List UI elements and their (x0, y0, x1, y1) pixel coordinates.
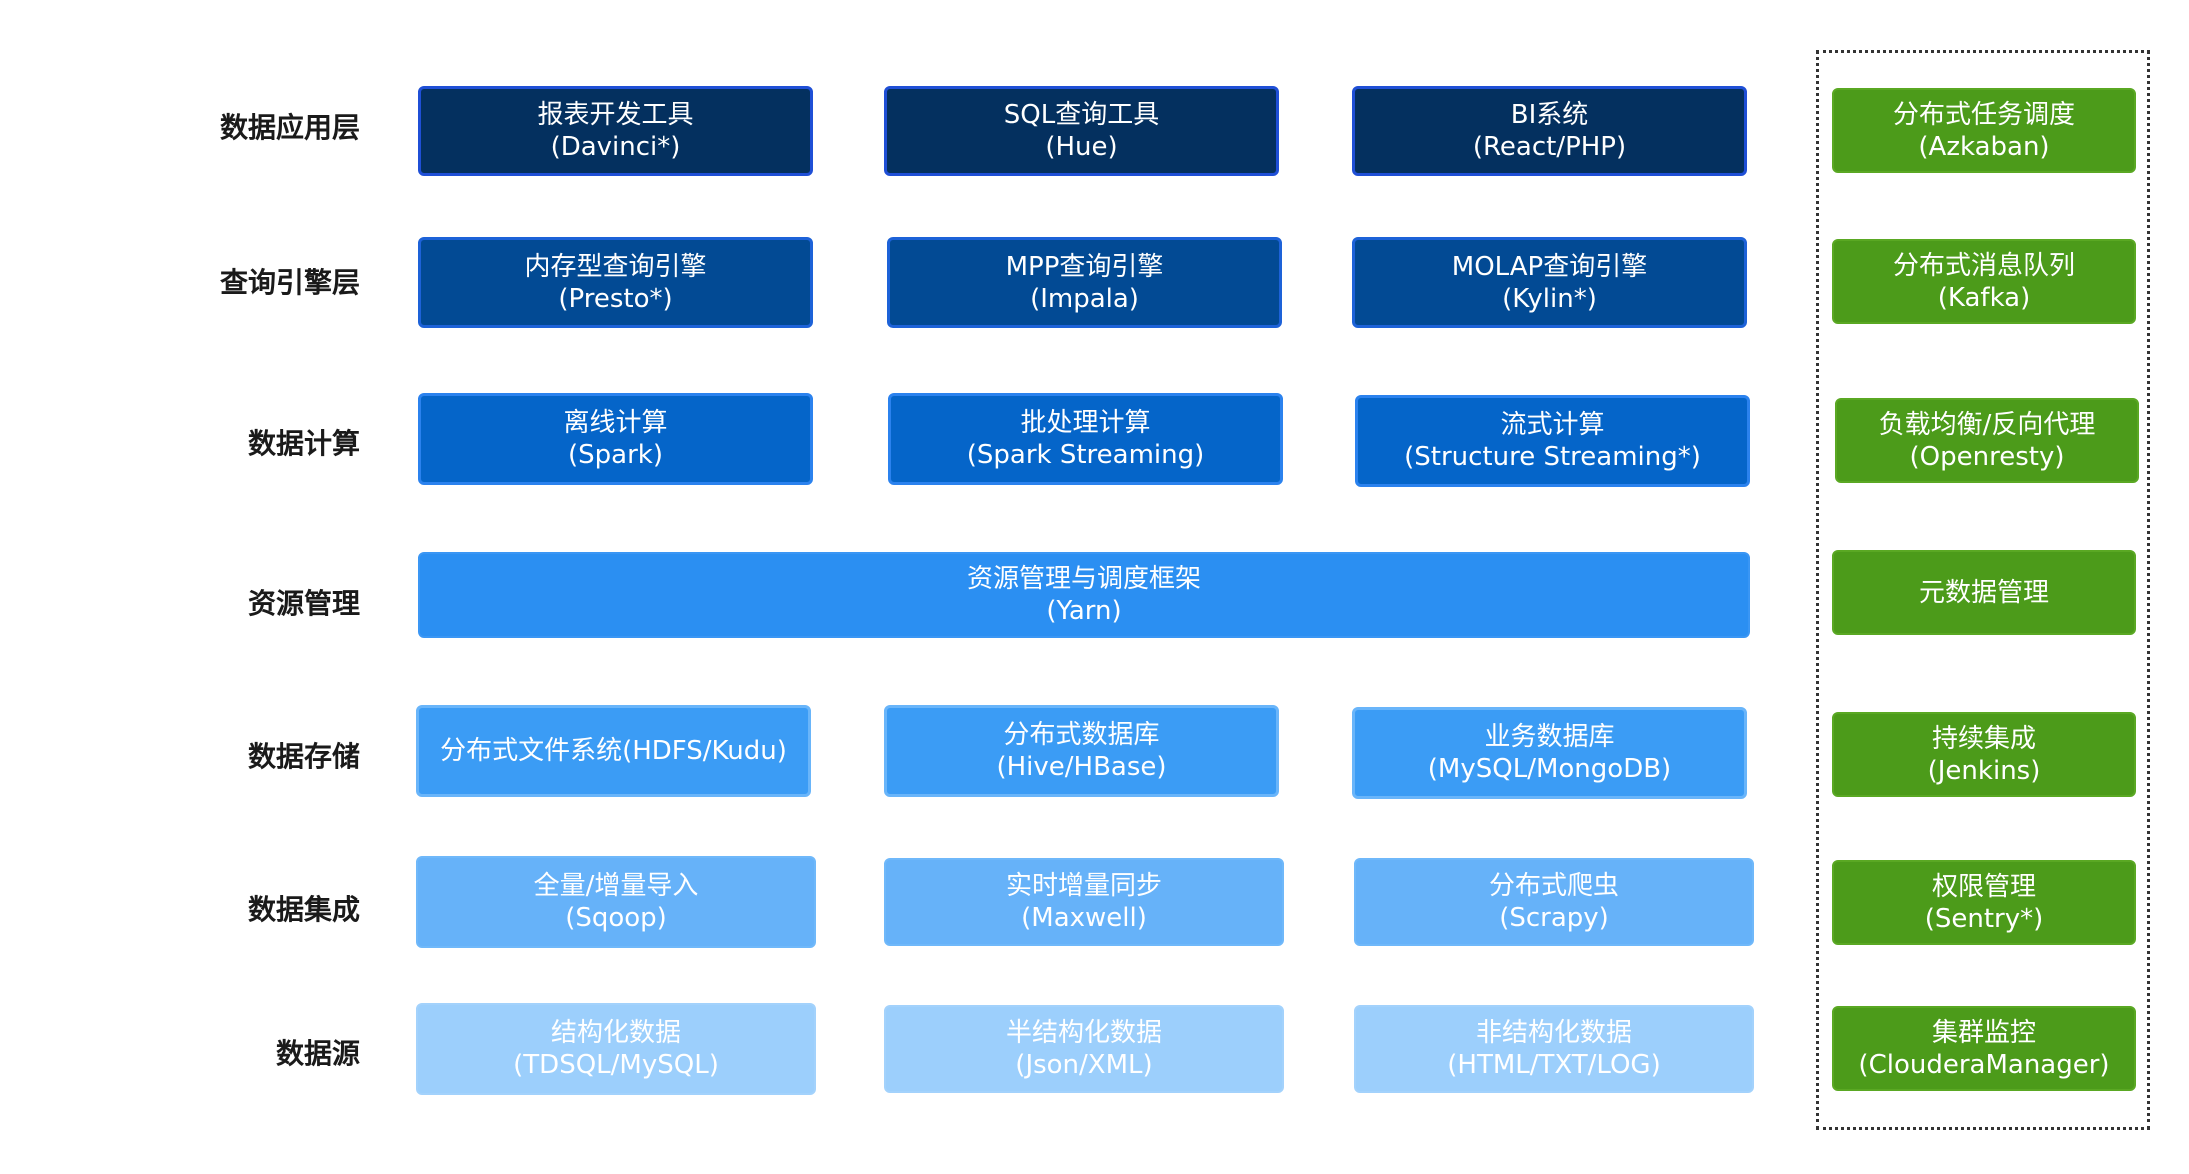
box-bi-system-tech: (React/PHP) (1472, 132, 1627, 162)
box-distributed-crawler-name: 分布式爬虫 (1488, 871, 1619, 901)
box-continuous-integration-tech: (Jenkins) (1927, 755, 2041, 786)
layer-label-source: 数据源 (275, 1037, 360, 1070)
box-permission-management-tech: (Sentry*) (1924, 903, 2044, 934)
box-distributed-crawler: 分布式爬虫 (Scrapy) (1354, 858, 1754, 946)
box-sql-query-tool-name: SQL查询工具 (1003, 100, 1160, 130)
box-sql-query-tool-tech: (Hue) (1045, 132, 1118, 162)
box-mpp-query-engine-name: MPP查询引擎 (1005, 251, 1164, 282)
box-bi-system-name: BI系统 (1510, 100, 1589, 130)
box-stream-compute-name: 流式计算 (1500, 410, 1605, 440)
box-load-balancer: 负载均衡/反向代理 (Openresty) (1835, 398, 2139, 483)
box-in-memory-query-engine-tech: (Presto*) (558, 283, 673, 314)
layer-label-query: 查询引擎层 (219, 266, 360, 299)
box-metadata-management-name: 元数据管理 (1918, 577, 2049, 608)
box-business-database: 业务数据库 (MySQL/MongoDB) (1352, 707, 1747, 799)
box-business-database-tech: (MySQL/MongoDB) (1427, 754, 1672, 784)
box-mpp-query-engine-tech: (Impala) (1030, 283, 1139, 314)
layer-label-compute: 数据计算 (247, 427, 360, 460)
box-full-incremental-import-tech: (Sqoop) (565, 903, 667, 933)
box-load-balancer-tech: (Openresty) (1909, 441, 2065, 472)
box-message-queue-name: 分布式消息队列 (1892, 250, 2075, 281)
box-message-queue: 分布式消息队列 (Kafka) (1832, 239, 2136, 324)
box-full-incremental-import: 全量/增量导入 (Sqoop) (416, 856, 816, 948)
box-report-tool: 报表开发工具 (Davinci*) (418, 86, 813, 176)
side-services-frame (1816, 50, 2150, 1130)
box-structured-data: 结构化数据 (TDSQL/MySQL) (416, 1003, 816, 1095)
box-realtime-incremental-sync: 实时增量同步 (Maxwell) (884, 858, 1284, 946)
box-distributed-database: 分布式数据库 (Hive/HBase) (884, 705, 1279, 797)
box-unstructured-data-tech: (HTML/TXT/LOG) (1447, 1050, 1661, 1080)
box-continuous-integration-name: 持续集成 (1931, 723, 2036, 754)
box-molap-query-engine: MOLAP查询引擎 (Kylin*) (1352, 237, 1747, 328)
box-distributed-database-name: 分布式数据库 (1003, 720, 1160, 750)
box-realtime-incremental-sync-name: 实时增量同步 (1005, 871, 1162, 901)
box-semi-structured-data: 半结构化数据 (Json/XML) (884, 1005, 1284, 1093)
box-structured-data-name: 结构化数据 (550, 1018, 681, 1048)
box-molap-query-engine-tech: (Kylin*) (1502, 283, 1597, 314)
box-permission-management-name: 权限管理 (1931, 871, 2036, 902)
layer-label-storage: 数据存储 (247, 740, 360, 773)
layer-label-resource: 资源管理 (247, 587, 360, 620)
box-unstructured-data-name: 非结构化数据 (1475, 1018, 1632, 1048)
box-permission-management: 权限管理 (Sentry*) (1832, 860, 2136, 945)
box-cluster-monitoring: 集群监控 (ClouderaManager) (1832, 1006, 2136, 1091)
box-realtime-incremental-sync-tech: (Maxwell) (1021, 903, 1147, 933)
box-continuous-integration: 持续集成 (Jenkins) (1832, 712, 2136, 797)
box-distributed-database-tech: (Hive/HBase) (996, 752, 1167, 782)
box-molap-query-engine-name: MOLAP查询引擎 (1451, 251, 1648, 282)
box-offline-compute: 离线计算 (Spark) (418, 393, 813, 485)
box-batch-compute: 批处理计算 (Spark Streaming) (888, 393, 1283, 485)
box-distributed-file-system-name: 分布式文件系统(HDFS/Kudu) (440, 736, 787, 766)
box-resource-scheduling-tech: (Yarn) (1046, 596, 1122, 626)
box-task-scheduling-tech: (Azkaban) (1918, 131, 2050, 162)
box-in-memory-query-engine: 内存型查询引擎 (Presto*) (418, 237, 813, 328)
layer-label-app: 数据应用层 (219, 111, 360, 144)
box-resource-scheduling-name: 资源管理与调度框架 (966, 564, 1201, 594)
box-load-balancer-name: 负载均衡/反向代理 (1878, 409, 2096, 440)
box-offline-compute-tech: (Spark) (568, 440, 663, 470)
box-mpp-query-engine: MPP查询引擎 (Impala) (887, 237, 1282, 328)
box-metadata-management: 元数据管理 (1832, 550, 2136, 635)
box-batch-compute-name: 批处理计算 (1020, 408, 1151, 438)
box-offline-compute-name: 离线计算 (563, 408, 668, 438)
box-distributed-crawler-tech: (Scrapy) (1499, 903, 1609, 933)
box-unstructured-data: 非结构化数据 (HTML/TXT/LOG) (1354, 1005, 1754, 1093)
box-resource-scheduling: 资源管理与调度框架 (Yarn) (418, 552, 1750, 638)
box-task-scheduling-name: 分布式任务调度 (1892, 99, 2075, 130)
box-business-database-name: 业务数据库 (1484, 722, 1615, 752)
box-report-tool-tech: (Davinci*) (550, 132, 681, 162)
box-semi-structured-data-tech: (Json/XML) (1015, 1050, 1153, 1080)
box-semi-structured-data-name: 半结构化数据 (1005, 1018, 1162, 1048)
box-cluster-monitoring-name: 集群监控 (1931, 1017, 2036, 1048)
box-message-queue-tech: (Kafka) (1937, 282, 2031, 313)
box-cluster-monitoring-tech: (ClouderaManager) (1858, 1049, 2110, 1080)
layer-label-integration: 数据集成 (247, 893, 360, 926)
box-bi-system: BI系统 (React/PHP) (1352, 86, 1747, 176)
box-batch-compute-tech: (Spark Streaming) (966, 440, 1205, 470)
box-full-incremental-import-name: 全量/增量导入 (533, 871, 699, 901)
box-task-scheduling: 分布式任务调度 (Azkaban) (1832, 88, 2136, 173)
box-stream-compute-tech: (Structure Streaming*) (1404, 442, 1701, 472)
box-sql-query-tool: SQL查询工具 (Hue) (884, 86, 1279, 176)
box-structured-data-tech: (TDSQL/MySQL) (513, 1050, 719, 1080)
box-in-memory-query-engine-name: 内存型查询引擎 (524, 251, 707, 282)
box-stream-compute: 流式计算 (Structure Streaming*) (1355, 395, 1750, 487)
box-distributed-file-system: 分布式文件系统(HDFS/Kudu) (416, 705, 811, 797)
box-report-tool-name: 报表开发工具 (537, 100, 694, 130)
